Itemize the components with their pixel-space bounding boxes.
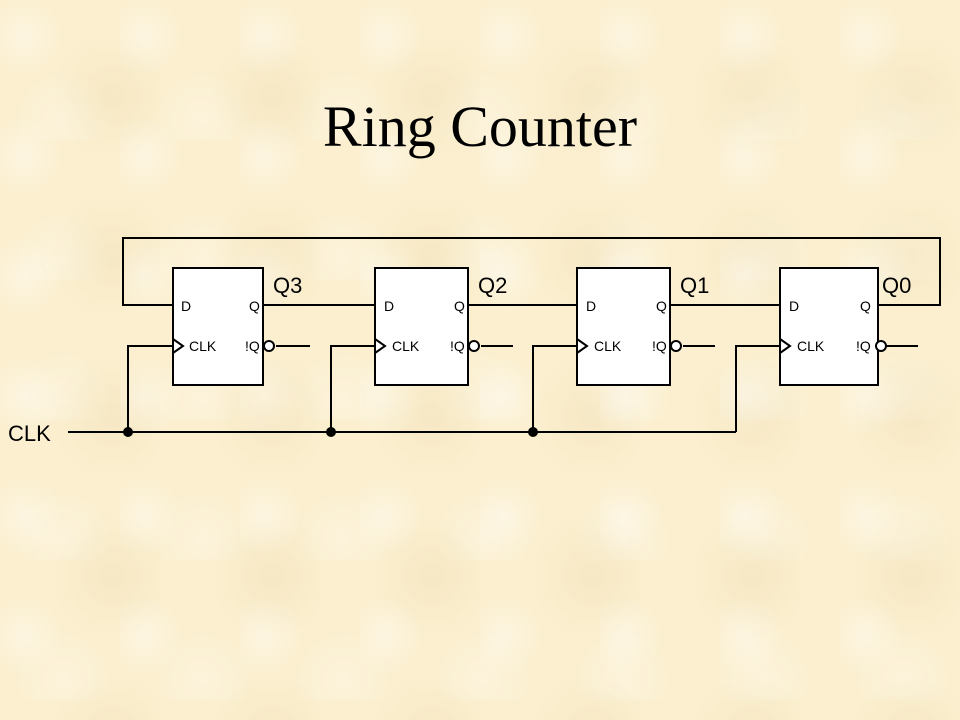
clock-edge-symbol	[779, 338, 792, 354]
pin-clk-label: CLK	[594, 338, 622, 354]
flip-flop-q1: D Q CLK !Q Q1	[576, 267, 709, 386]
pin-d-label: D	[789, 298, 799, 314]
output-label: Q1	[680, 273, 709, 298]
pin-q-label: Q	[454, 298, 465, 314]
feedback-wire	[122, 237, 941, 306]
pin-clk-label: CLK	[797, 338, 825, 354]
clock-edge-symbol	[374, 338, 387, 354]
flip-flop-body	[576, 267, 671, 386]
clock-edge-symbol	[172, 338, 185, 354]
junctions	[123, 427, 538, 437]
flip-flop-body	[374, 267, 469, 386]
inversion-bubble	[263, 340, 275, 352]
junction-dot	[326, 427, 336, 437]
pin-d-label: D	[384, 298, 394, 314]
flip-flop-body	[172, 267, 264, 386]
slide-title: Ring Counter	[322, 94, 638, 159]
output-label: Q0	[882, 273, 911, 298]
pin-q-label: Q	[860, 298, 871, 314]
flip-flop-q3: D Q CLK !Q Q3	[172, 267, 302, 386]
junction-dot	[528, 427, 538, 437]
clock-drop-2	[330, 345, 375, 432]
pin-nq-label: !Q	[245, 338, 260, 354]
pin-q-label: Q	[656, 298, 667, 314]
output-label: Q2	[478, 273, 507, 298]
clock-edge-symbol	[576, 338, 589, 354]
pin-d-label: D	[181, 298, 191, 314]
inversion-bubble	[468, 340, 480, 352]
output-label: Q3	[273, 273, 302, 298]
flip-flop-q0: D Q CLK !Q Q0	[779, 267, 911, 386]
pin-nq-label: !Q	[652, 338, 667, 354]
clock-input-label: CLK	[8, 421, 51, 446]
clock-drop-3	[127, 345, 173, 432]
pin-q-label: Q	[249, 298, 260, 314]
pin-nq-label: !Q	[856, 338, 871, 354]
clock-drop-0	[735, 345, 780, 432]
pin-clk-label: CLK	[189, 338, 217, 354]
inversion-bubble	[875, 340, 887, 352]
flip-flop-body	[779, 267, 879, 386]
pin-clk-label: CLK	[392, 338, 420, 354]
clock-drop-1	[532, 345, 577, 432]
wires	[68, 237, 941, 433]
pin-nq-label: !Q	[450, 338, 465, 354]
flip-flop-q2: D Q CLK !Q Q2	[374, 267, 507, 386]
pin-d-label: D	[586, 298, 596, 314]
junction-dot	[123, 427, 133, 437]
inversion-bubble	[670, 340, 682, 352]
